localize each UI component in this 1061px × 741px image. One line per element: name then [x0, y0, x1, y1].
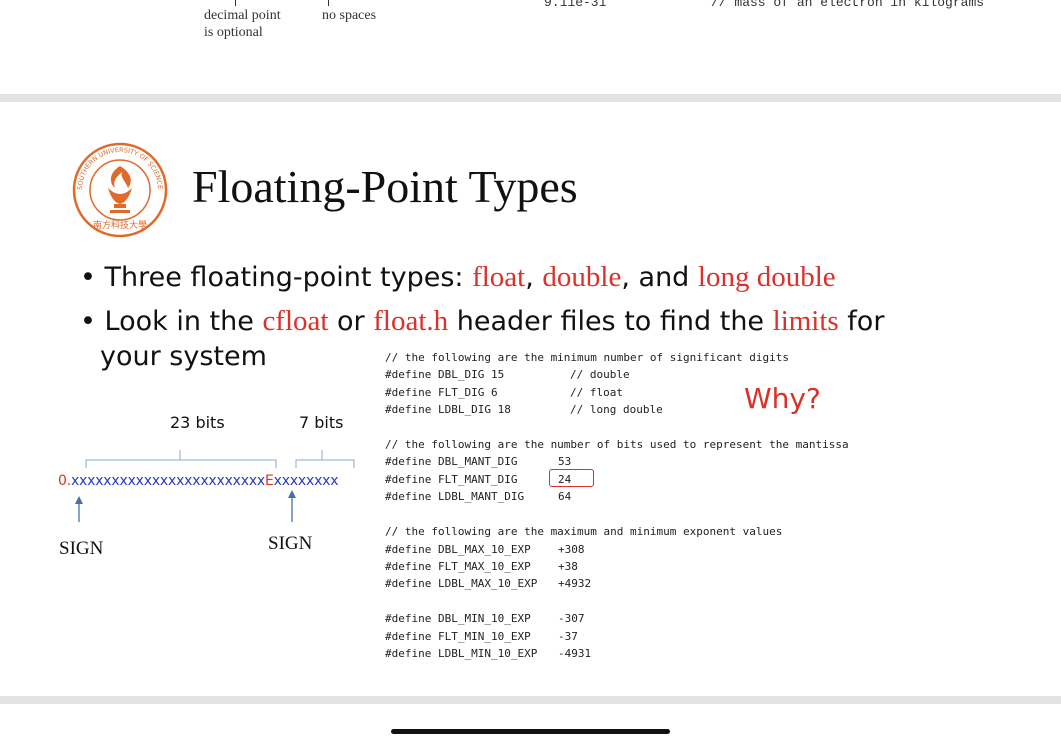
code-flt-dig: #define FLT_DIG 6: [385, 386, 498, 399]
bullet-text: or: [328, 306, 374, 337]
code-value: 24: [558, 473, 572, 486]
type-float: float: [472, 261, 526, 293]
code-ldbl-min-exp: #define LDBL_MIN_10_EXP: [385, 647, 538, 660]
mantissa-digits: xxxxxxxxxxxxxxxxxxxxxxxx: [70, 473, 266, 489]
code-value: 64: [558, 490, 572, 503]
mantissa-bits-label: 23 bits: [170, 413, 225, 432]
bullet-floating-types: • Three floating-point types: float, dou…: [80, 261, 836, 294]
code-value: -307: [558, 612, 585, 625]
note-decimal-point: decimal point is optional: [204, 8, 281, 40]
home-indicator[interactable]: [391, 729, 670, 734]
exponent-digits: xxxxxxxx: [273, 473, 339, 489]
code-ldbl-dig: #define LDBL_DIG 18: [385, 403, 511, 416]
previous-slide-fragment: decimal point is optional no spaces 9.11…: [0, 0, 1061, 94]
code-comment-significant: // the following are the minimum number …: [385, 351, 789, 364]
code-comment: // long double: [570, 403, 663, 416]
code-value: 53: [558, 455, 572, 468]
slide-divider: [0, 94, 1061, 102]
limits-word: limits: [772, 305, 839, 337]
bullet-dot: •: [80, 306, 105, 337]
bullet-header-files: • Look in the cfloat or float.h header f…: [80, 305, 884, 338]
type-long-double: long double: [697, 261, 836, 293]
slide-divider: [0, 696, 1061, 704]
university-seal-icon: SOUTHERN UNIVERSITY OF SCIENCE AND TECHN…: [70, 142, 168, 238]
code-dbl-max-exp: #define DBL_MAX_10_EXP: [385, 543, 531, 556]
code-comment-mantissa: // the following are the number of bits …: [385, 438, 849, 451]
svg-text:南方科技大學: 南方科技大學: [93, 219, 147, 231]
code-comment: // double: [570, 368, 630, 381]
leading-zero: 0.: [58, 473, 71, 489]
bullet-text: Look in the: [104, 306, 263, 337]
sign-label-mantissa: SIGN: [59, 538, 104, 559]
exponent-marker: E: [265, 473, 274, 489]
code-dbl-dig: #define DBL_DIG 15: [385, 368, 505, 381]
separator: ,: [525, 262, 543, 293]
code-value: +38: [558, 560, 578, 573]
tick-mark: [328, 0, 329, 6]
floating-point-bit-layout: 0.xxxxxxxxxxxxxxxxxxxxxxxxExxxxxxxx: [58, 473, 339, 489]
code-comment: // float: [570, 386, 623, 399]
bullet-text: Three floating-point types:: [104, 262, 473, 293]
sign-label-exponent: SIGN: [268, 533, 313, 554]
why-annotation: Why?: [744, 382, 821, 415]
code-comment-exponent: // the following are the maximum and min…: [385, 525, 783, 538]
separator: , and: [621, 262, 698, 293]
bullet-text: for: [838, 306, 885, 337]
slide: [0, 102, 1061, 696]
bullet-dot: •: [80, 262, 105, 293]
code-flt-min-exp: #define FLT_MIN_10_EXP: [385, 630, 531, 643]
header-float-h: float.h: [373, 305, 449, 337]
highlight-box: [549, 469, 594, 487]
code-ldbl-mant-dig: #define LDBL_MANT_DIG: [385, 490, 525, 503]
bullet-continuation: your system: [100, 341, 267, 372]
code-value: +4932: [558, 577, 592, 590]
slide-title: Floating-Point Types: [192, 161, 578, 212]
svg-text:SOUTHERN UNIVERSITY OF SCIENCE: SOUTHERN UNIVERSITY OF SCIENCE AND TECHN…: [70, 142, 164, 190]
code-dbl-mant-dig: #define DBL_MANT_DIG: [385, 455, 518, 468]
code-value: -37: [558, 630, 578, 643]
header-cfloat: cfloat: [262, 305, 329, 337]
note-no-spaces: no spaces: [322, 8, 377, 23]
code-flt-mant-dig: #define FLT_MANT_DIG: [385, 473, 518, 486]
code-dbl-min-exp: #define DBL_MIN_10_EXP: [385, 612, 531, 625]
bit-diagram-lines: [75, 450, 355, 522]
type-double: double: [542, 261, 622, 293]
code-value: 9.11e-31: [544, 0, 607, 10]
tick-mark: [235, 0, 236, 6]
code-value: +308: [558, 543, 585, 556]
code-ldbl-max-exp: #define LDBL_MAX_10_EXP: [385, 577, 538, 590]
code-flt-max-exp: #define FLT_MAX_10_EXP: [385, 560, 531, 573]
code-value: -4931: [558, 647, 592, 660]
bullet-text: header files to find the: [448, 306, 773, 337]
exponent-bits-label: 7 bits: [299, 413, 344, 432]
code-comment: // mass of an electron in kilograms: [711, 0, 985, 10]
